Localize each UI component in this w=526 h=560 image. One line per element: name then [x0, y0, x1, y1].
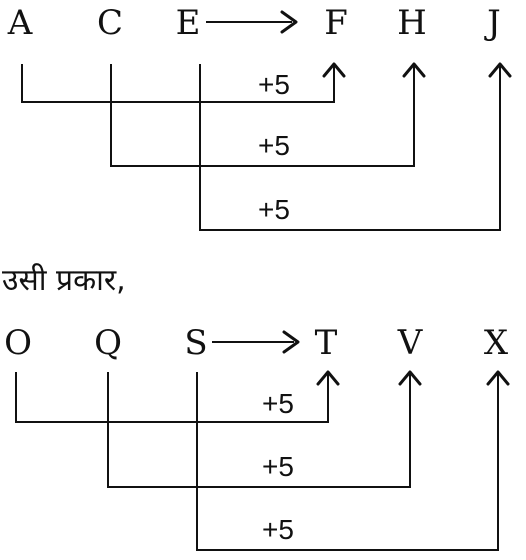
connector-3 [196, 372, 499, 551]
connector-arrowhead-icon [398, 370, 422, 386]
shift-label-2: +5 [258, 130, 290, 161]
connector-1 [15, 372, 329, 423]
main-arrowhead-icon [280, 10, 298, 34]
target-letter-3: X [484, 323, 509, 363]
connector-1 [21, 64, 335, 103]
example-2-group: O Q S T V X +5 +5 +5 [4, 323, 510, 551]
source-letter-1: O [4, 323, 32, 363]
source-letter-2: C [97, 3, 123, 43]
connector-arrowhead-icon [488, 62, 512, 78]
target-letter-1: T [315, 323, 338, 363]
target-letter-3: J [484, 3, 501, 43]
connector-arrowhead-icon [316, 370, 340, 386]
target-letter-1: F [324, 3, 348, 43]
connector-arrowhead-icon [322, 62, 346, 78]
shift-label-3: +5 [258, 194, 290, 225]
connector-2 [107, 372, 411, 488]
target-letter-2: V [397, 323, 424, 363]
connector-3 [199, 64, 501, 231]
source-letter-3: E [176, 3, 201, 43]
shift-label-1: +5 [262, 388, 294, 419]
source-letter-1: A [7, 3, 33, 43]
shift-label-3: +5 [262, 514, 294, 545]
transition-text: उसी प्रकार, [2, 263, 126, 298]
connector-arrowhead-icon [486, 370, 510, 386]
connector-2 [110, 64, 415, 167]
source-letter-2: Q [94, 323, 122, 363]
shift-label-1: +5 [258, 69, 290, 100]
target-letter-2: H [397, 3, 427, 43]
shift-label-2: +5 [262, 451, 294, 482]
connector-arrowhead-icon [402, 62, 426, 78]
source-letter-3: S [184, 323, 207, 363]
main-arrowhead-icon [282, 330, 300, 354]
example-1-group: A C E F H J +5 +5 +5 [7, 3, 512, 231]
